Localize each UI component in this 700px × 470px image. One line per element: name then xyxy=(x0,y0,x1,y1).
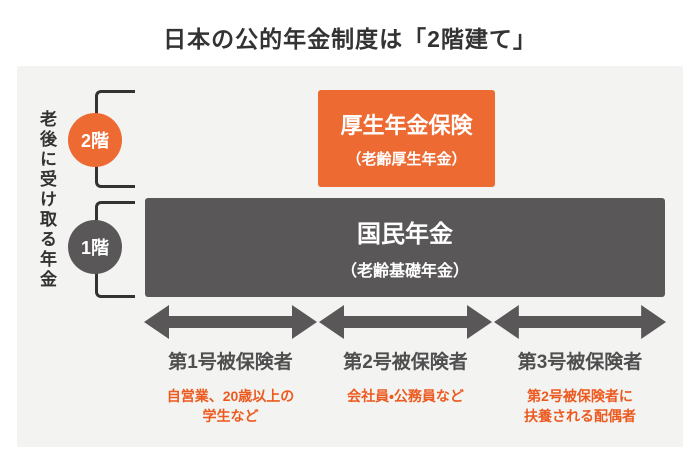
national-pension-title: 国民年金 xyxy=(357,221,453,248)
category-label: 第1号被保険者 xyxy=(168,352,293,373)
diagram-panel: 老後に受け取る年金 2階 1階 厚生年金保険 （老齢厚生年金） 国民年金 （老齢… xyxy=(17,66,683,447)
category-label: 第3号被保険者 xyxy=(517,352,643,373)
double-arrow-icon xyxy=(494,305,666,339)
employee-pension-title: 厚生年金保険 xyxy=(340,113,473,138)
floor-1-badge: 1階 xyxy=(68,220,122,274)
category-column-3: 第3号被保険者 第2号被保険者に 扶養される配偶者 xyxy=(484,347,676,426)
category-description: 会社員・公務員など xyxy=(347,388,464,404)
double-arrow-icon xyxy=(144,305,317,339)
category-description: 自営業、20歳以上の 学生など xyxy=(166,388,295,424)
category-description: 第2号被保険者に 扶養される配偶者 xyxy=(524,388,636,424)
category-column-2: 第2号被保険者 会社員・公務員など xyxy=(309,347,502,406)
double-arrow-icon xyxy=(319,305,492,339)
page-title: 日本の公的年金制度は「2階建て」 xyxy=(163,26,537,52)
side-axis-label: 老後に受け取る年金 xyxy=(37,110,56,290)
national-pension-box: 国民年金 （老齢基礎年金） xyxy=(145,198,665,297)
category-label: 第2号被保険者 xyxy=(343,352,468,373)
employee-pension-subtitle: （老齢厚生年金） xyxy=(346,151,467,168)
category-column-1: 第1号被保険者 自営業、20歳以上の 学生など xyxy=(134,347,327,426)
floor-2-badge: 2階 xyxy=(68,113,122,167)
employee-pension-box: 厚生年金保険 （老齢厚生年金） xyxy=(318,90,495,187)
national-pension-subtitle: （老齢基礎年金） xyxy=(340,263,469,280)
